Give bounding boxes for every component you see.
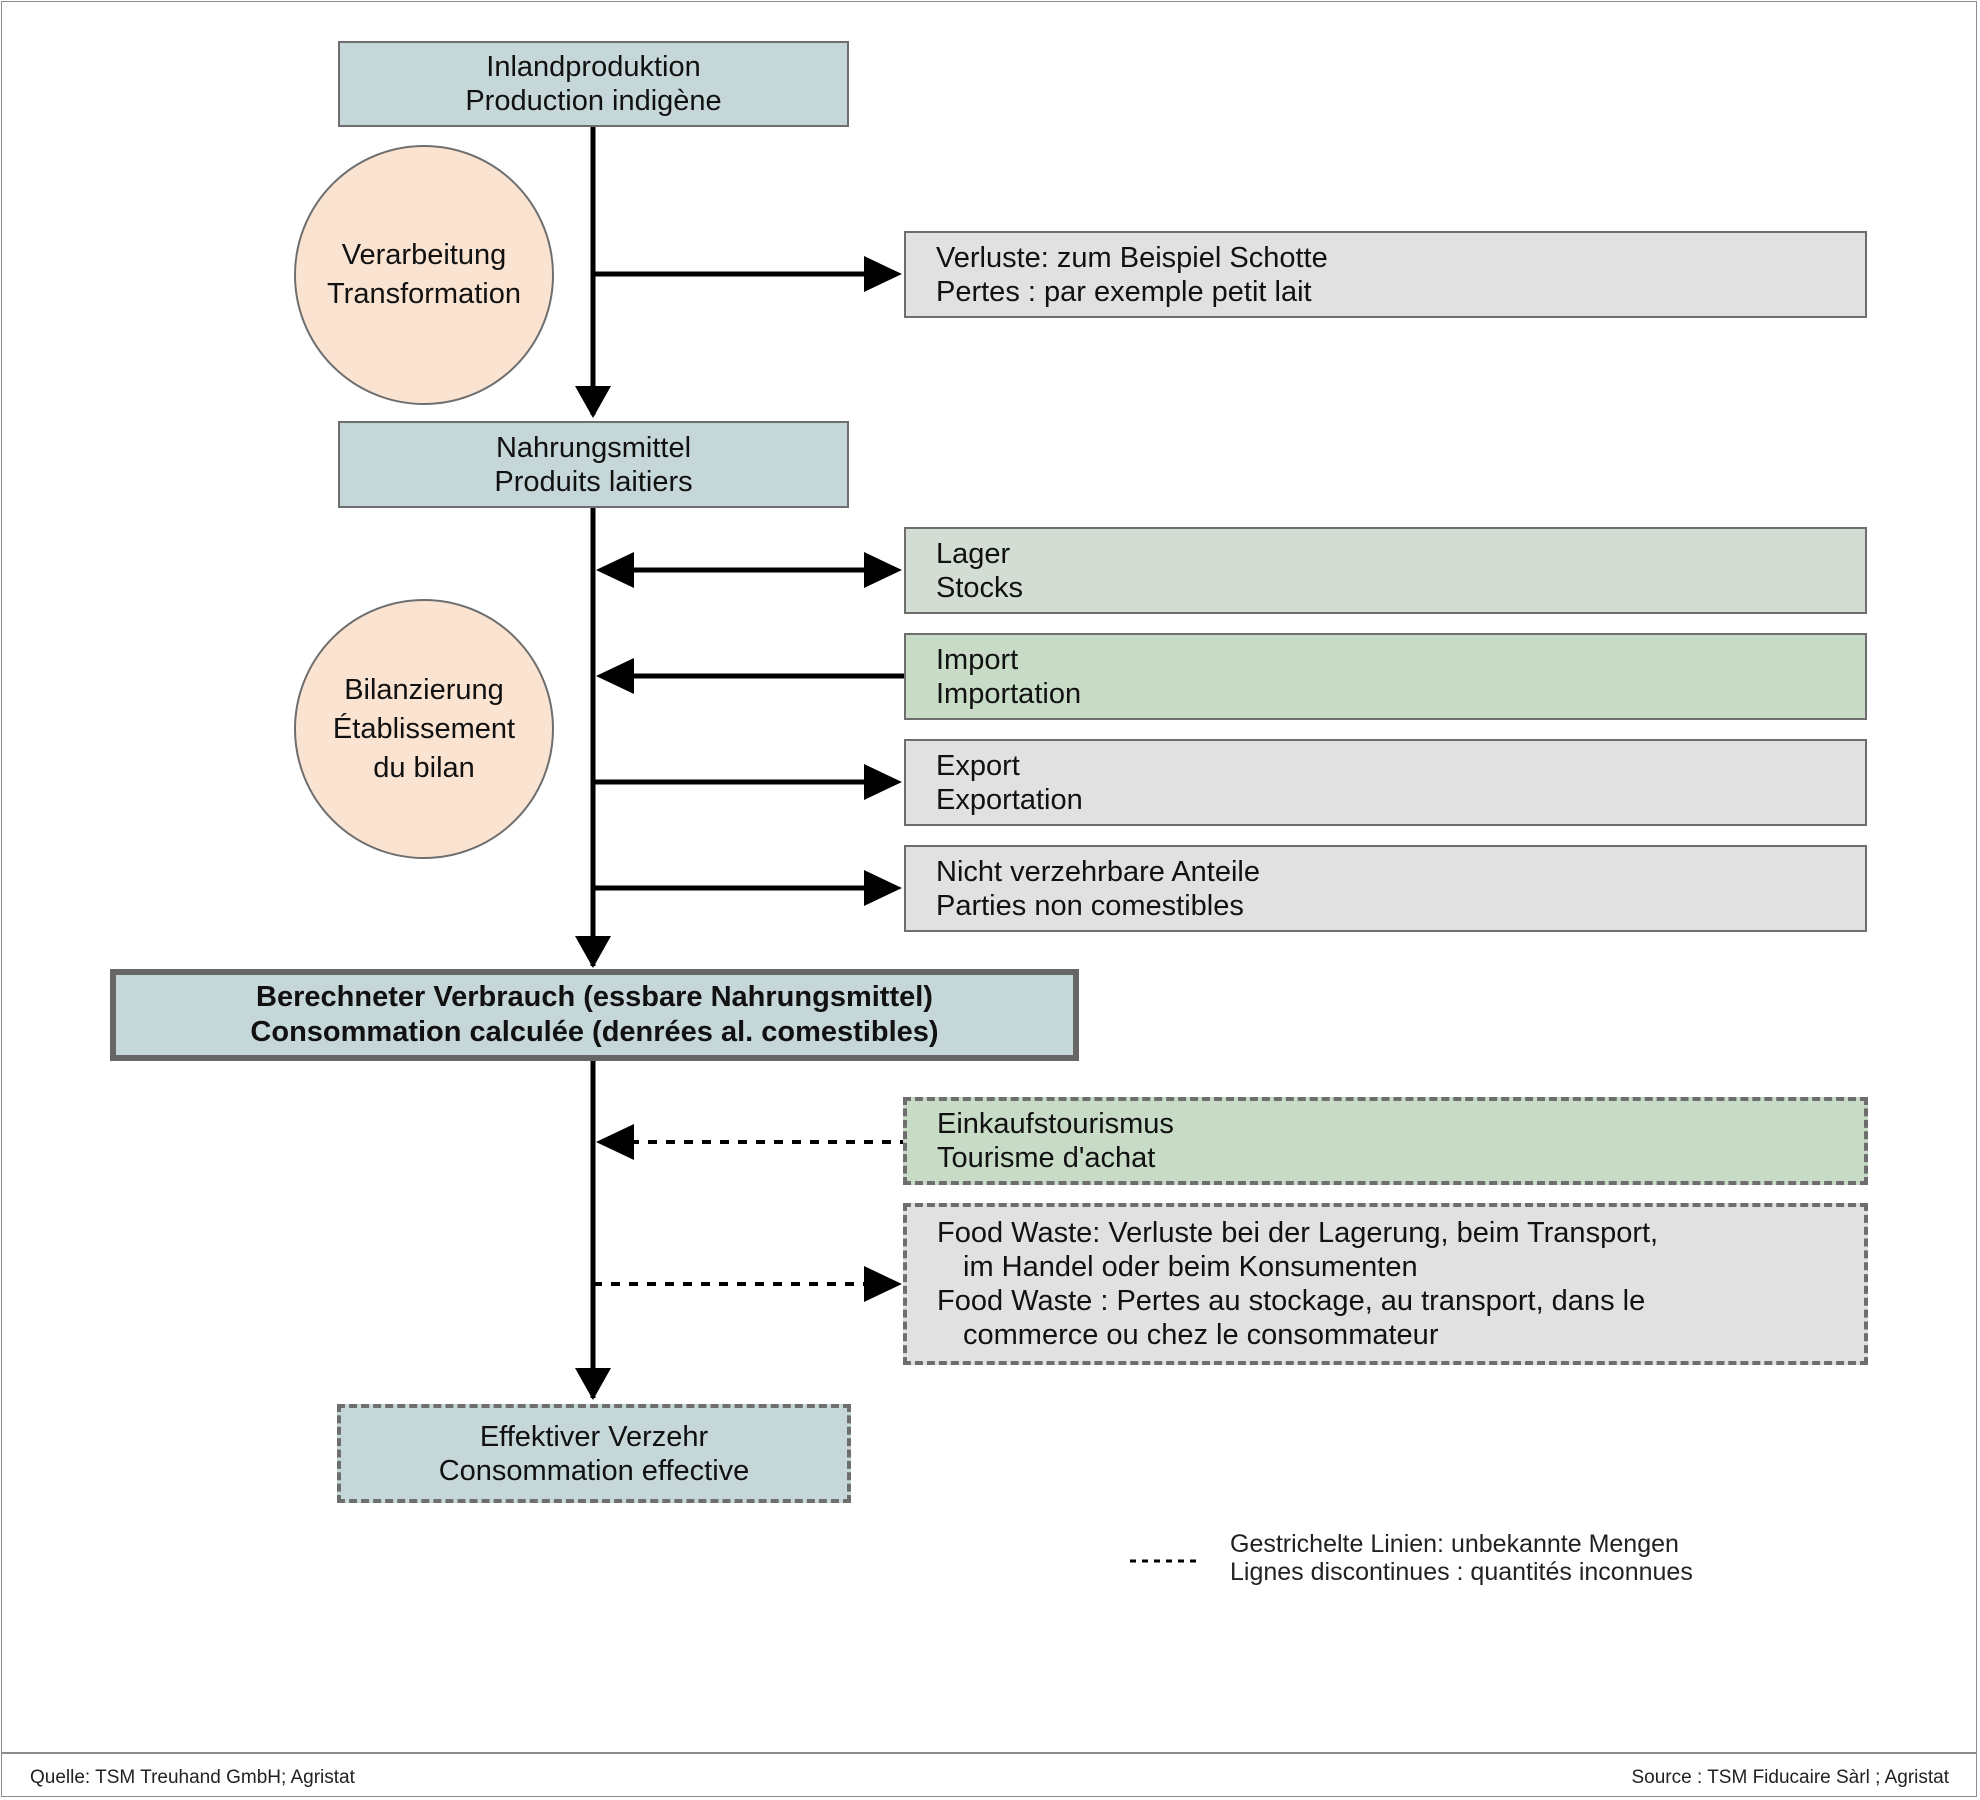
shopping-tourism-box: Einkaufstourismus Tourisme d'achat xyxy=(903,1097,1868,1185)
tourism-label-fr: Tourisme d'achat xyxy=(937,1142,1156,1174)
food-label-fr: Produits laitiers xyxy=(494,465,693,498)
processing-label-de: Verarbeitung xyxy=(341,239,507,271)
inedible-box: Nicht verzehrbare Anteile Parties non co… xyxy=(904,845,1867,932)
legend: Gestrichelte Linien: unbekannte Mengen L… xyxy=(1230,1530,1693,1586)
source-fr: Source : TSM Fiducaire Sàrl ; Agristat xyxy=(1631,1767,1950,1788)
foodwaste-label-de-2: im Handel oder beim Konsumenten xyxy=(963,1251,1418,1283)
food-waste-box: Food Waste: Verluste bei der Lagerung, b… xyxy=(903,1203,1868,1365)
export-label-de: Export xyxy=(936,749,1020,782)
inedible-label-fr: Parties non comestibles xyxy=(936,889,1244,922)
production-label-de: Inlandproduktion xyxy=(486,51,701,83)
arrowhead-right-export xyxy=(864,764,902,800)
processing-circle: Verarbeitung Transformation xyxy=(294,145,554,405)
processing-label-fr: Transformation xyxy=(327,278,521,310)
balance-label-fr: Établissement xyxy=(332,712,516,745)
balance-circle: Bilanzierung Établissement du bilan xyxy=(294,599,554,859)
import-label-de: Import xyxy=(936,643,1019,676)
legend-dashed-line xyxy=(1130,1559,1200,1563)
source-de: Quelle: TSM Treuhand GmbH; Agristat xyxy=(30,1767,355,1788)
inedible-label-de: Nicht verzehrbare Anteile xyxy=(936,855,1260,888)
calculated-label-de: Berechneter Verbrauch (essbare Nahrungsm… xyxy=(256,981,933,1013)
stocks-label-fr: Stocks xyxy=(936,571,1024,604)
foodwaste-label-fr: Food Waste : Pertes au stockage, au tran… xyxy=(937,1285,1646,1317)
export-label-fr: Exportation xyxy=(936,783,1083,816)
arrowhead-down-1 xyxy=(575,386,611,418)
foodwaste-label-de: Food Waste: Verluste bei der Lagerung, b… xyxy=(937,1217,1659,1249)
foodwaste-label-fr-2: commerce ou chez le consommateur xyxy=(963,1319,1439,1351)
stocks-label-de: Lager xyxy=(936,537,1011,570)
effective-label-fr: Consommation effective xyxy=(438,1454,750,1487)
losses-box: Verluste: zum Beispiel Schotte Pertes : … xyxy=(904,231,1867,318)
losses-label-de: Verluste: zum Beispiel Schotte xyxy=(936,241,1328,274)
production-box: Inlandproduktion Production indigène xyxy=(338,41,849,127)
balance-label-de: Bilanzierung xyxy=(344,673,504,706)
production-label-fr: Production indigène xyxy=(465,85,722,117)
effective-label-de: Effektiver Verzehr xyxy=(479,1420,709,1453)
arrowhead-right-foodwaste xyxy=(864,1266,902,1302)
calculated-label-fr: Consommation calculée (denrées al. comes… xyxy=(250,1016,939,1048)
food-box: Nahrungsmittel Produits laitiers xyxy=(338,421,849,508)
arrowhead-down-2 xyxy=(575,936,611,968)
arrowhead-right-stocks xyxy=(864,552,902,588)
arrowhead-right-losses xyxy=(864,256,902,292)
export-box: Export Exportation xyxy=(904,739,1867,826)
losses-label-fr: Pertes : par exemple petit lait xyxy=(936,275,1312,308)
calculated-consumption-box: Berechneter Verbrauch (essbare Nahrungsm… xyxy=(110,969,1079,1061)
stocks-box: Lager Stocks xyxy=(904,527,1867,614)
food-label-de: Nahrungsmittel xyxy=(495,431,692,464)
footer-divider xyxy=(1,1752,1977,1754)
tourism-label-de: Einkaufstourismus xyxy=(937,1108,1174,1140)
legend-label-de: Gestrichelte Linien: unbekannte Mengen xyxy=(1230,1530,1679,1558)
import-box: Import Importation xyxy=(904,633,1867,720)
arrowhead-right-inedible xyxy=(864,870,902,906)
import-label-fr: Importation xyxy=(936,677,1082,710)
arrowhead-down-3 xyxy=(575,1368,611,1400)
effective-consumption-box: Effektiver Verzehr Consommation effectiv… xyxy=(337,1404,851,1503)
arrowhead-left-tourism xyxy=(596,1124,634,1160)
arrowhead-left-import xyxy=(596,658,634,694)
arrowhead-left-stocks xyxy=(596,552,634,588)
balance-label-fr-2: du bilan xyxy=(373,751,475,784)
legend-label-fr: Lignes discontinues : quantités inconnue… xyxy=(1230,1558,1693,1586)
